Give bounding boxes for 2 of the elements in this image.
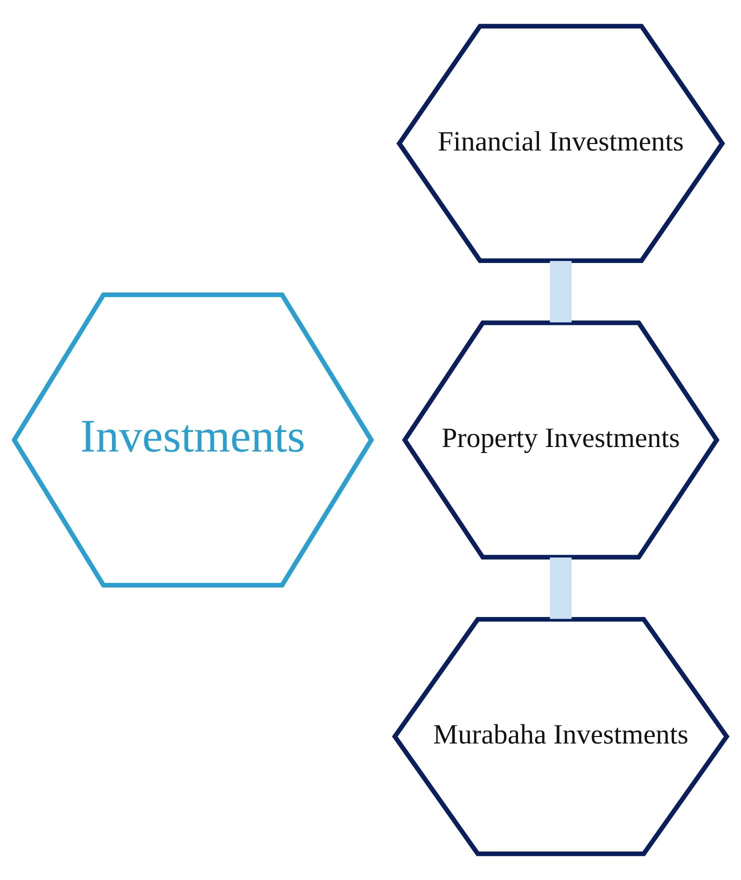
connector (550, 260, 572, 322)
connector (550, 558, 572, 619)
